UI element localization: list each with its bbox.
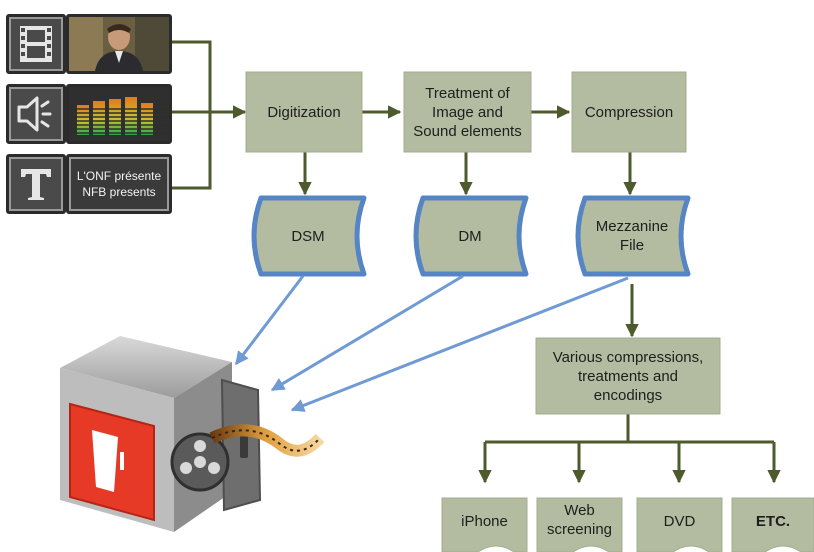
process-box-treatment xyxy=(403,71,532,153)
storage-shape-dm xyxy=(413,195,529,277)
storage-label-mezzanine: Mezzanine File xyxy=(595,218,669,254)
title-card: L'ONF présente NFB presents xyxy=(66,154,172,214)
title-card-line-en: NFB presents xyxy=(82,185,156,199)
derivatives-label: Various compressions, treatments and enc… xyxy=(552,348,704,404)
storage-shape-dsm xyxy=(251,195,367,277)
output-label-iphone: iPhone xyxy=(461,512,508,530)
audio-level-meter xyxy=(66,84,172,144)
film-still-image xyxy=(66,14,172,74)
archive-vault-icon xyxy=(60,336,325,532)
process-box-compression xyxy=(571,71,687,153)
blue-arrow-dm-to-archive xyxy=(270,274,464,392)
output-label-web: Web screening xyxy=(546,502,613,538)
title-card-line-fr: L'ONF présente xyxy=(76,169,162,183)
derivatives-box xyxy=(535,337,721,415)
output-connectors xyxy=(478,414,781,484)
speaker-icon xyxy=(6,84,66,144)
output-label-dvd: DVD xyxy=(663,512,696,530)
storage-label-dm: DM xyxy=(458,227,482,245)
input-connectors xyxy=(170,40,247,190)
blue-arrow-mezzanine-to-archive xyxy=(290,276,629,412)
output-label-etc: ETC. xyxy=(755,512,791,530)
blue-arrow-dsm-to-archive xyxy=(234,275,305,366)
text-T-icon xyxy=(6,154,66,214)
process-label-treatment: Treatment of Image and Sound elements xyxy=(413,84,522,140)
film-icon xyxy=(6,14,66,74)
storage-shape-mezzanine xyxy=(575,195,691,277)
process-label-digitization: Digitization xyxy=(267,103,341,121)
storage-label-dsm: DSM xyxy=(291,227,325,245)
process-box-digitization xyxy=(245,71,363,153)
process-label-compression: Compression xyxy=(584,103,674,121)
